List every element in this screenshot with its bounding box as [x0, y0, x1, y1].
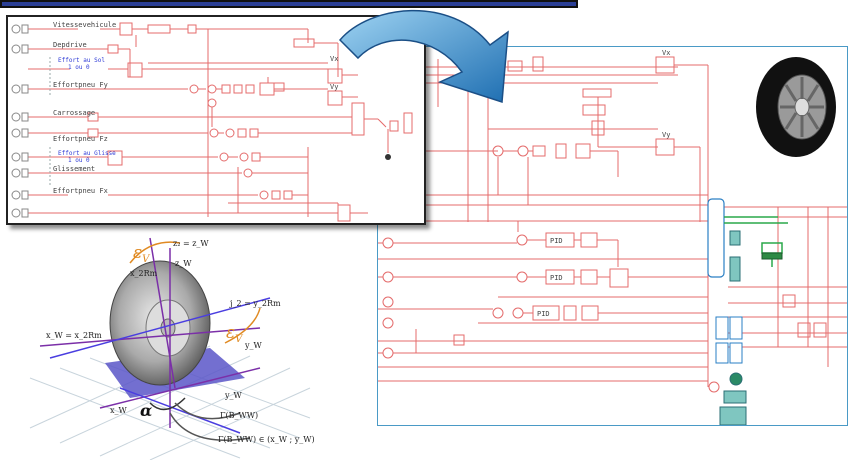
note-effort-au-sol-line1: Effort au Sol	[58, 57, 105, 64]
label-effortpneu-fy: Effortpneu Fy	[53, 81, 108, 89]
label-effortpneu-fz: Effortpneu Fz	[53, 135, 108, 143]
pid-label-3: PID	[537, 310, 550, 318]
epsilon-right-symbol: ε	[226, 323, 235, 343]
right-vy-label: Vy	[662, 131, 670, 139]
label-z2: z₂ = z_W	[173, 239, 209, 248]
label-xn: x_W	[110, 406, 128, 415]
label-yw: y_W	[244, 341, 263, 350]
label-xw: x_W = x_2Rm	[46, 331, 102, 340]
note-effort-au-glisse-line2: 1 ou 0	[68, 157, 90, 164]
alpha-label: α	[140, 401, 152, 420]
label-glissement: Glissement	[53, 165, 95, 173]
label-carrossage: Carrossage	[53, 109, 95, 117]
note-effort-au-glisse-line1: Effort au Glisse	[58, 150, 116, 157]
label-effortpneu-fx: Effortpneu Fx	[53, 187, 108, 195]
epsilon-label-right: εV	[226, 323, 244, 345]
note-effort-au-sol-line2: 1 ou 0	[68, 64, 90, 71]
pid-label-2: PID	[550, 274, 563, 282]
tire-axes-canvas: εV εV α z₂ = z_W x_2Rm z_W j_2 = y_2Rm x…	[10, 228, 330, 460]
curved-arrow-icon	[330, 0, 530, 110]
probe-icon	[385, 154, 391, 160]
tire-icon	[756, 57, 836, 157]
epsilon-right-subscript: V	[235, 334, 244, 345]
label-vitessevehicule: Vitessevehicule	[53, 21, 116, 29]
label-depdrive: Depdrive	[53, 41, 87, 49]
label-gamma2: Γ(B_WW) ∈ (x_W ; y_W)	[218, 435, 315, 444]
right-vx-label: Vx	[662, 49, 670, 57]
epsilon-top-symbol: ε	[133, 243, 142, 263]
label-gamma1: Γ(B_WW)	[220, 411, 258, 420]
label-zw-top: z_W	[175, 259, 192, 268]
tire-axes-illustration: εV εV α z₂ = z_W x_2Rm z_W j_2 = y_2Rm x…	[10, 228, 330, 460]
note-effort-au-glisse: Effort au Glisse 1 ou 0	[58, 150, 119, 164]
label-yn: y_W	[224, 391, 243, 400]
pid-label-1: PID	[550, 237, 563, 245]
epsilon-label-top: εV	[133, 243, 151, 265]
label-j2: j_2 = y_2Rm	[229, 299, 281, 308]
label-x2rm: x_2Rm	[130, 269, 158, 278]
